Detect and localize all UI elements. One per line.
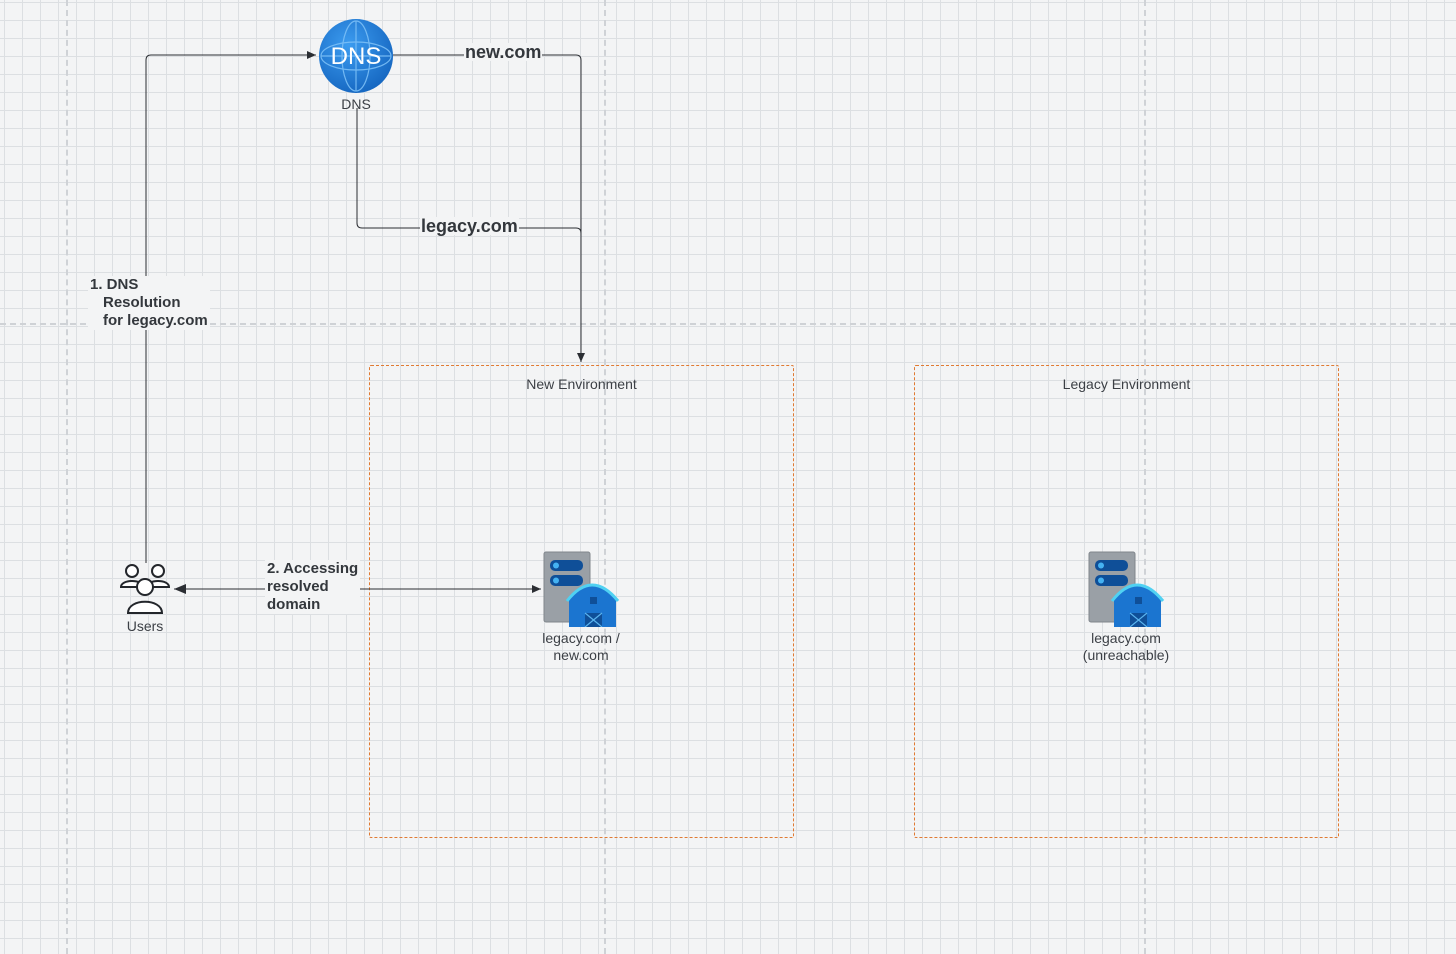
edge-new-com[interactable]	[393, 54, 585, 362]
new-environment-container[interactable]: New Environment	[369, 365, 794, 838]
dns-resolution-line1: 1. DNS	[90, 276, 139, 293]
web-server-icon[interactable]	[543, 551, 621, 628]
users-icon[interactable]	[118, 562, 172, 616]
accessing-line2: resolved	[267, 578, 329, 595]
new-server-label-line2: new.com	[553, 647, 609, 663]
dns-resolution-line2: Resolution	[103, 294, 181, 311]
canvas-guide-vertical	[604, 0, 606, 954]
legacy-server-label: legacy.com (unreachable)	[1066, 630, 1186, 664]
accessing-line1: 2. Accessing	[267, 560, 359, 577]
edge-legacy-com[interactable]	[356, 108, 582, 300]
dns-label: DNS	[341, 96, 371, 112]
new-server-label-line1: legacy.com /	[542, 630, 620, 646]
svg-text:DNS: DNS	[331, 43, 382, 70]
new-server-label: legacy.com / new.com	[521, 630, 641, 664]
accessing-line3: domain	[267, 596, 321, 613]
web-server-icon[interactable]	[1088, 551, 1166, 628]
edge-label-legacy-com: legacy.com	[420, 216, 519, 236]
edge-dns-resolution[interactable]	[145, 51, 316, 563]
dns-resolution-line3: for legacy.com	[103, 312, 208, 329]
legacy-environment-title: Legacy Environment	[1062, 376, 1191, 392]
edge-label-dns-resolution: 1. DNS Resolution for legacy.com	[88, 276, 210, 330]
canvas-guide-vertical	[66, 0, 68, 954]
legacy-server-label-line1: legacy.com	[1091, 630, 1161, 646]
users-label: Users	[126, 618, 164, 634]
canvas-guide-horizontal	[0, 323, 1456, 325]
edge-label-accessing-domain: 2. Accessing resolved domain	[265, 560, 361, 614]
dns-globe-icon[interactable]: DNS	[318, 18, 394, 94]
arrowhead-to-users	[174, 584, 186, 594]
legacy-server-label-line2: (unreachable)	[1082, 647, 1170, 663]
legacy-environment-container[interactable]: Legacy Environment	[914, 365, 1339, 838]
edge-label-new-com: new.com	[464, 42, 543, 62]
canvas-guide-vertical	[1144, 0, 1146, 954]
new-environment-title: New Environment	[526, 376, 637, 392]
